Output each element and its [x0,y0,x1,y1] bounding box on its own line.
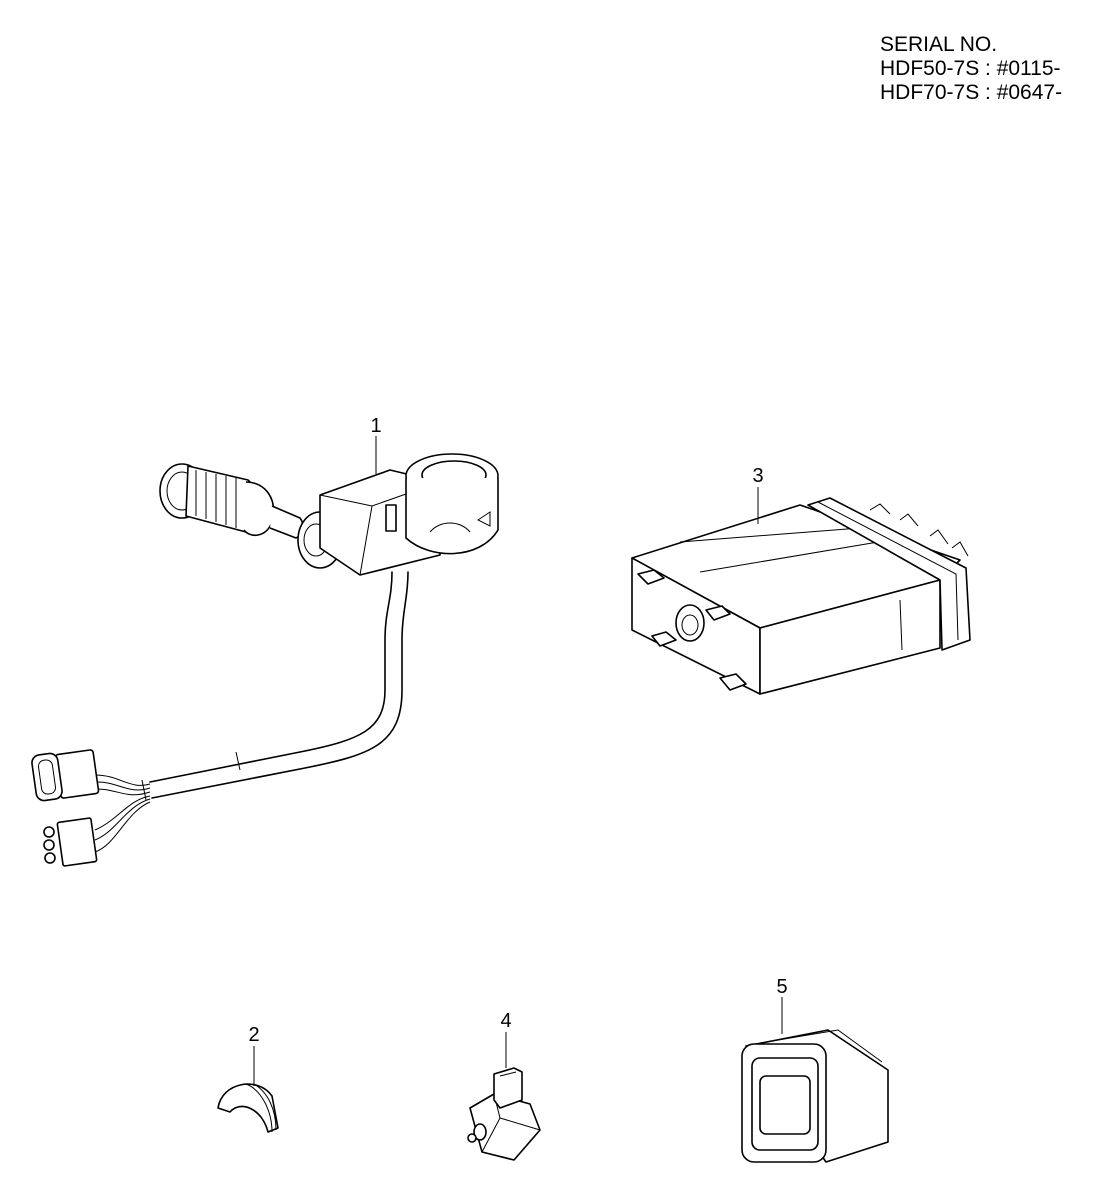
serial-line-hdf70: HDF70-7S : #0647- [880,81,1063,104]
callout-3-label: 3 [752,465,763,487]
serial-heading: SERIAL NO. [880,33,998,56]
part-1-lever-switch [31,453,499,867]
part-2-clip [217,1083,279,1133]
part-5-bezel [741,1029,889,1163]
part-4-sensor [467,1067,541,1161]
callout-2-label: 2 [248,1024,259,1046]
serial-line-hdf50: HDF50-7S : #0115- [880,57,1061,80]
callout-5-label: 5 [776,976,787,998]
serial-number-block: SERIAL NO. HDF50-7S : #0115- HDF70-7S : … [880,33,1062,105]
callout-4-label: 4 [500,1010,511,1032]
part-3-control-unit [631,497,971,695]
callout-1-label: 1 [370,415,381,437]
